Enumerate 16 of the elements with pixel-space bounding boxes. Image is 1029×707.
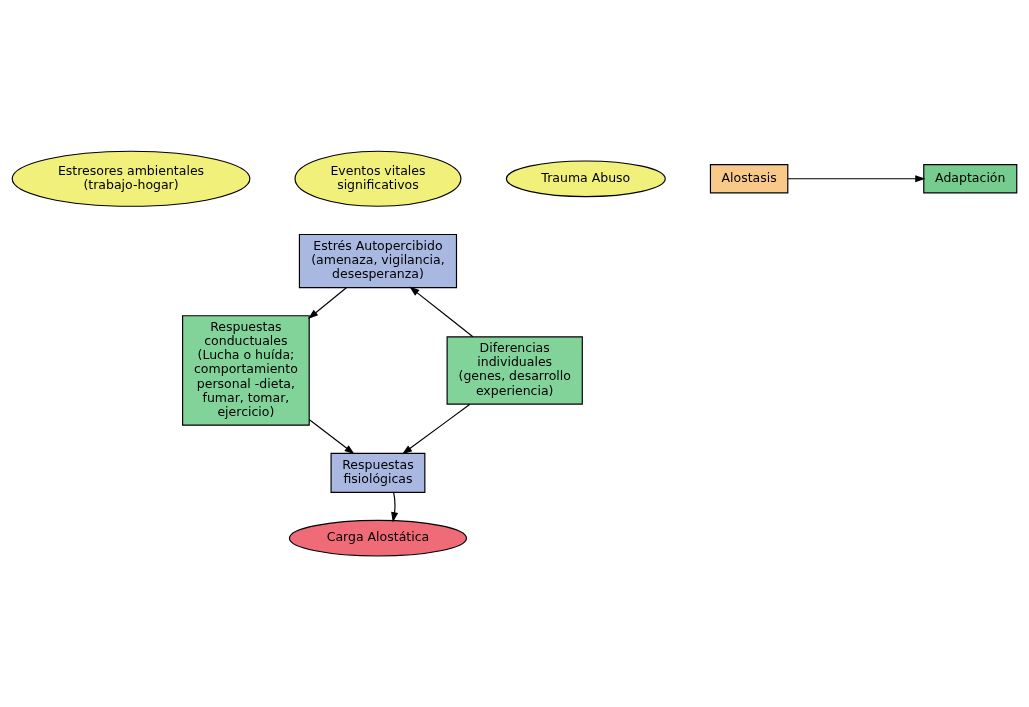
node-box: Respuestas conductuales (Lucha o huída; comportamiento personal -dieta, fumar, tomar, ejercicio)	[182, 315, 310, 426]
node-ellipse: Eventos vitales significativos	[294, 150, 462, 207]
node-ellipse: Carga Alostática	[288, 519, 468, 557]
arrow	[409, 286, 474, 338]
arrow	[308, 287, 347, 319]
arrow	[787, 175, 926, 183]
node-box: Diferencias individuales (genes, desarrollo experiencia)	[446, 336, 583, 405]
arrow	[402, 403, 471, 455]
node-ellipse: Estresores ambientales (trabajo-hogar)	[11, 150, 251, 207]
arrow	[308, 419, 355, 455]
node-box: Respuestas fisiológicas	[330, 452, 426, 493]
node-box: Estrés Autopercibido (amenaza, vigilancia, desesperanza)	[298, 233, 458, 289]
node-box: Adaptación	[923, 164, 1018, 194]
node-box: Alostasis	[709, 164, 789, 194]
node-ellipse: Trauma Abuso	[505, 160, 666, 198]
arrow	[391, 491, 399, 523]
